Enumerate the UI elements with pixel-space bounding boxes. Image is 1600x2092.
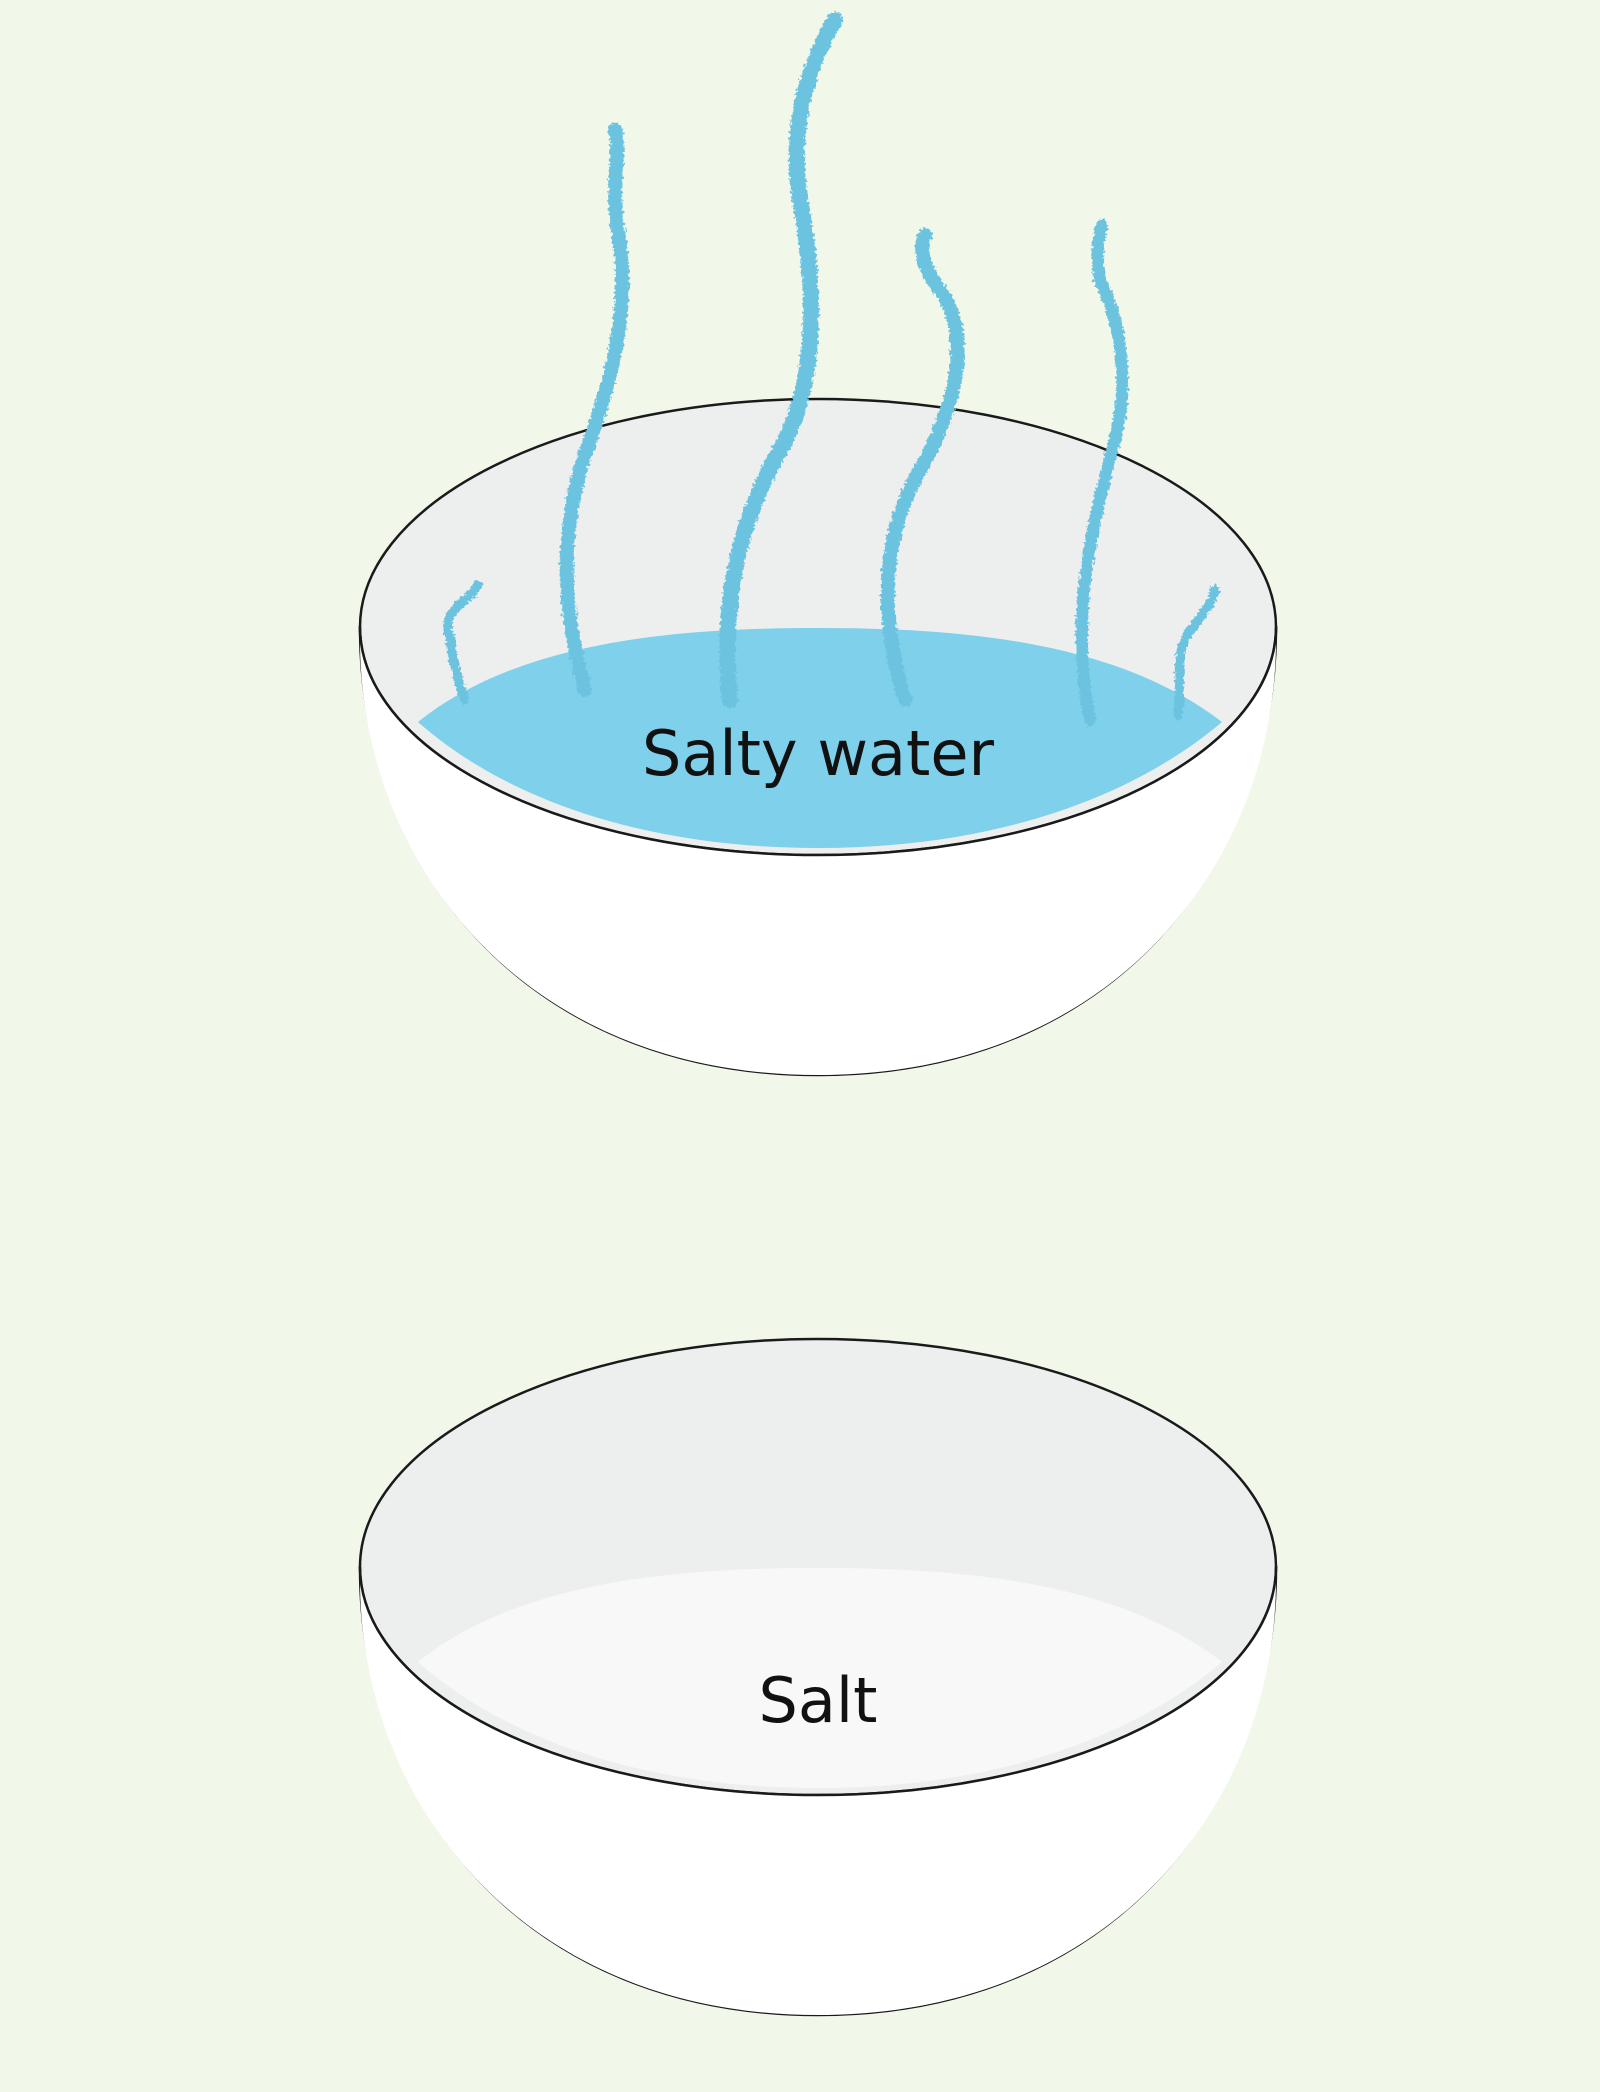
water-surface [418,628,1222,848]
steam-wisp-icon [719,12,843,708]
bowl-label-salty-water: Salty water [642,717,994,790]
bowl-front-wall [360,627,1276,1075]
steam-wisp-icon [443,580,483,705]
bowl-front-wall [360,1567,1276,2015]
steam-wisp-icon [1075,219,1129,726]
bowl-rim-front [358,626,1278,857]
bowl-label-salt: Salt [759,1664,878,1737]
steam-wisp-icon [1173,585,1220,720]
steam-wisp-icon [880,228,965,707]
bowl-rim-front [358,1566,1278,1797]
steam [443,12,1220,726]
steam-wisp-icon [559,123,630,697]
salt-surface [418,1568,1222,1788]
bowl-salty-water: Salty water [358,397,1278,1077]
bowl-salt: Salt [358,1337,1278,2017]
